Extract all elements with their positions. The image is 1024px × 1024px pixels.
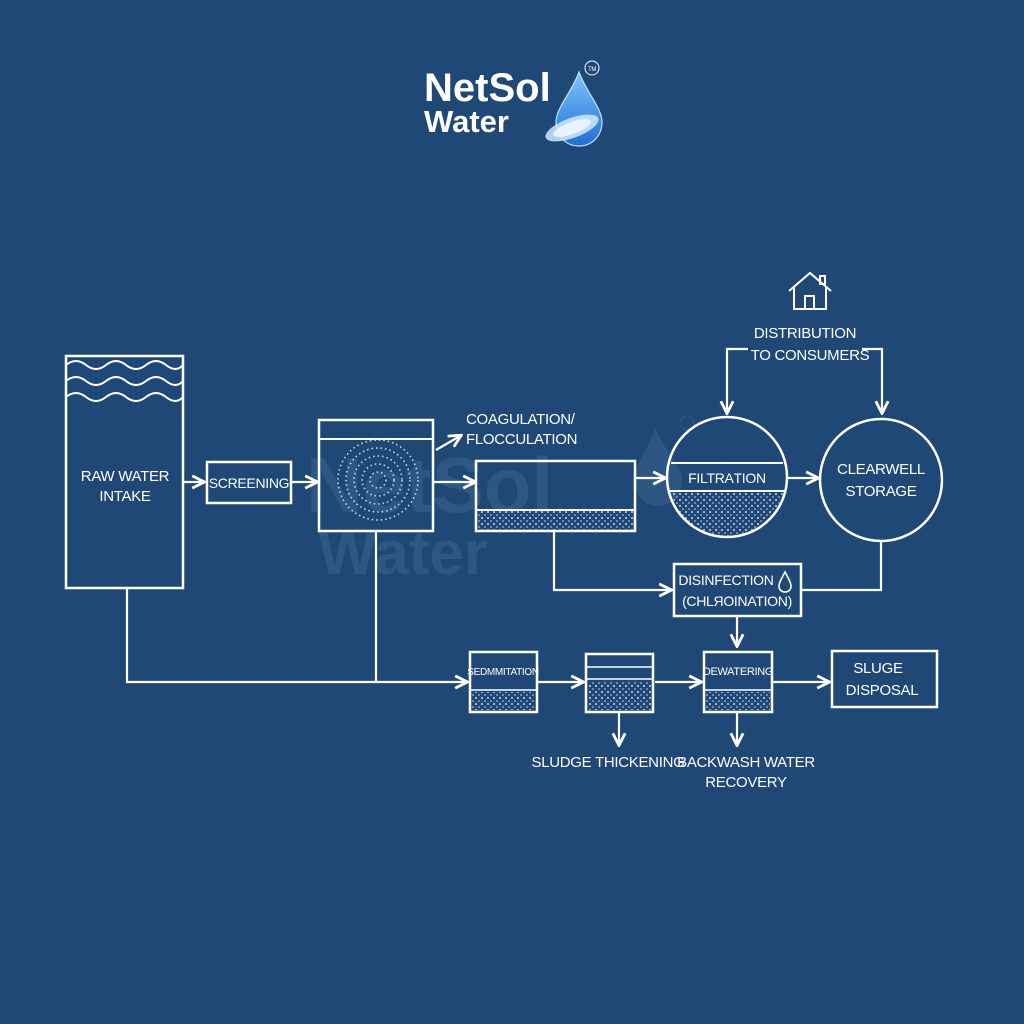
water-waves-icon [65, 360, 184, 402]
trademark-text: TM [588, 67, 596, 73]
coagulation-tank [317, 418, 435, 533]
clearwell-storage: CLEARWELL STORAGE [818, 417, 944, 543]
logo-line-2: Water [424, 104, 509, 139]
filtration-label: FILTRAТION [688, 470, 766, 486]
clearwell-label-1: CLEARWELL [837, 461, 925, 478]
arrow-distribution-clearwell [862, 347, 882, 412]
flocculation-basin [474, 459, 637, 533]
chlorine-drop-icon [778, 570, 792, 593]
screening-box: SCREENING [205, 460, 293, 505]
raw-intake-label-2: INTAKE [99, 488, 151, 505]
clearwell-circle [818, 417, 944, 543]
disinfection-label-1: DISINFECTION [678, 572, 773, 588]
sedimentation-box: SEDMMITATION [467, 650, 539, 714]
distribution-label-2: TO CONSUMERS [751, 347, 870, 364]
raw-intake-label-1: RAW WATER [81, 468, 170, 485]
sedimentation-label: SEDMMITATION [467, 667, 539, 678]
screening-rect [205, 460, 293, 505]
thickener-rect [584, 652, 655, 714]
arrow-distribution-filtration [727, 347, 748, 412]
coagulation-label-2: FLOCCULATION [466, 431, 577, 448]
sludge-disposal-label-1: SLUGE [853, 660, 903, 677]
screening-label: SCREENING [209, 475, 290, 491]
house-icon [788, 271, 832, 310]
arrow-coag-label [435, 436, 460, 451]
disinfection-box: DISINFECTION (CHLЯOINATION) [672, 562, 803, 618]
disinfection-label-2: (CHLЯOINATION) [682, 593, 792, 609]
sludge-thickening-label: SLUDGE THICKENING [532, 754, 685, 771]
intake-tank [64, 354, 185, 590]
filtration-unit: FILTRAТION [665, 415, 789, 539]
sludge-thickener-box [584, 652, 655, 714]
water-drop-icon [545, 70, 603, 147]
sludge-disposal-label-2: DISPOSAL [846, 682, 919, 699]
backwash-label-2: RECOVERY [705, 774, 787, 791]
distribution-label-1: DISTRIBUTION [754, 325, 856, 342]
dewatering-label: DEWATERING [703, 666, 773, 678]
disposal-rect [830, 649, 939, 709]
dewatering-rect [702, 650, 774, 714]
dewatering-box: DEWATERING [702, 650, 774, 714]
brand-logo: NetSol Water TM [424, 60, 603, 147]
sludge-disposal-box: SLUGE DISPOSAL [830, 649, 939, 709]
disinfection-rect [672, 562, 803, 618]
watermark-drop-icon [634, 428, 682, 506]
backwash-label-1: BACKWASH WATER [677, 754, 815, 771]
coagulation-label-1: COAGULATION/ [466, 411, 576, 428]
raw-water-intake: RAW WATER INTAKE [64, 354, 185, 590]
arrow-intake-sedimentation [125, 588, 466, 682]
watermark-line-2: Water [318, 519, 488, 588]
flocc-rect [474, 459, 637, 533]
distribution: DISTRIBUTION TO CONSUMERS [751, 271, 870, 364]
trademark-icon [584, 60, 600, 76]
flocc-sludge [477, 511, 634, 530]
logo-line-1: NetSol [424, 66, 551, 110]
line-clearwell-disinfection [802, 542, 883, 592]
clearwell-label-2: STORAGE [846, 483, 917, 500]
coag-tank-rect [317, 418, 435, 533]
filter-media [671, 493, 783, 537]
swirl-icon [337, 439, 419, 521]
sedimentation-rect [468, 650, 539, 714]
arrow-flocc-disinfection [552, 532, 670, 590]
connectors [125, 347, 883, 744]
